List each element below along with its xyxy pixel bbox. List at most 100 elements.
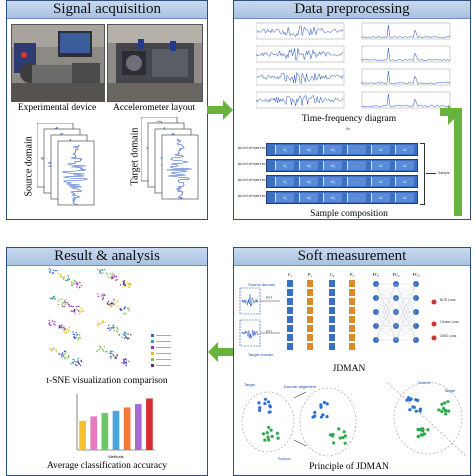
tsne-point <box>111 327 113 329</box>
conv-map <box>307 289 313 296</box>
feature-dot <box>275 431 280 435</box>
tsne-point <box>116 327 119 329</box>
sample-arrow <box>426 173 436 174</box>
tsne-point <box>73 336 75 338</box>
conv-map <box>307 316 313 323</box>
conv-map <box>329 334 335 341</box>
jdman-caption: JDMAN <box>332 364 366 374</box>
tsne-point <box>80 284 83 287</box>
tsne-point <box>74 313 77 315</box>
sample-cell: X₃ <box>323 177 342 186</box>
acc-bar <box>123 407 131 450</box>
sample-cell: Xₙ <box>395 161 414 170</box>
signal-trace <box>61 144 88 206</box>
tsne-point <box>125 332 127 335</box>
tsne-point <box>68 305 71 308</box>
conv-map <box>287 307 293 314</box>
tsne-point <box>118 334 120 337</box>
tsne-point <box>66 302 69 304</box>
time-trace <box>256 25 344 38</box>
tsne-point <box>61 353 64 355</box>
tsne-point <box>114 303 116 306</box>
tsne-point <box>107 324 110 327</box>
feature-dot <box>267 410 271 414</box>
tsne-point <box>113 299 115 301</box>
feature-dot <box>420 433 424 437</box>
tsne-point <box>114 301 116 304</box>
tsne-point <box>62 305 64 308</box>
conv-map <box>307 343 313 350</box>
tsne-point <box>54 269 56 272</box>
sample-cell: X₃ <box>323 193 342 202</box>
tsne-point <box>57 300 59 302</box>
tsne-point <box>72 358 74 361</box>
tsne-legend-swatch <box>151 358 154 361</box>
tsne-point <box>64 352 67 354</box>
fc-link <box>375 283 397 327</box>
tsne-point <box>101 299 104 301</box>
tsne-plot <box>97 320 132 340</box>
feature-dot <box>447 409 451 413</box>
tsne-point <box>110 357 112 359</box>
feature-dot <box>319 405 323 409</box>
tsne-point <box>112 350 114 353</box>
tsne-point <box>78 363 81 365</box>
tsne-point <box>77 339 79 341</box>
layer-label: FC₃ <box>412 272 420 277</box>
acc-x-label: Methods <box>108 454 123 459</box>
tsne-point <box>122 333 125 336</box>
device-image <box>12 25 104 101</box>
source-input-box <box>239 287 261 315</box>
sample-bracket <box>420 143 425 205</box>
tsne-point <box>99 269 102 271</box>
tsne-point <box>123 337 126 339</box>
tsne-plot <box>48 319 82 341</box>
tsne-point <box>111 301 113 303</box>
tsne-point <box>127 282 130 285</box>
acc-bar <box>101 413 109 450</box>
tsne-point <box>97 321 99 323</box>
feature-dot <box>257 401 261 405</box>
tsne-point <box>126 281 128 283</box>
feature-dot <box>261 432 266 436</box>
feature-dot <box>414 409 418 413</box>
time-plot <box>256 68 345 86</box>
tsne-point <box>70 310 72 312</box>
conv-map <box>307 334 313 341</box>
tsne-point <box>49 269 52 271</box>
tsne-point <box>76 286 78 288</box>
tsne-point <box>77 337 80 340</box>
feature-dot <box>322 400 326 405</box>
loss-center: Center Loss <box>440 320 459 324</box>
feature-dot <box>263 397 268 401</box>
tsne-point <box>63 329 65 331</box>
tsne-point <box>125 358 127 361</box>
principle-label: Source <box>418 380 431 385</box>
tsne-point <box>113 275 116 277</box>
tsne-point <box>60 273 62 276</box>
feature-dot <box>276 436 280 440</box>
conv-map <box>287 316 293 323</box>
tsne-point <box>100 346 102 348</box>
tsne-point <box>104 268 106 271</box>
tsne-point <box>49 271 51 273</box>
tsne-point <box>111 278 113 280</box>
fc-link <box>395 283 417 299</box>
row-label-2: Accelerometer 2 <box>238 163 271 167</box>
tsne-point <box>106 302 109 304</box>
tsne-point <box>73 311 76 313</box>
loss-bce: BCE Loss <box>440 298 456 302</box>
source-domain-label: Source domain <box>23 136 35 197</box>
tsne-point <box>130 334 132 336</box>
feature-dot <box>446 400 450 404</box>
conv-map <box>287 325 293 332</box>
feature-dot <box>319 415 324 419</box>
tsne-point <box>126 337 128 339</box>
tsne-point <box>50 348 52 351</box>
layer-label: C₁ <box>288 272 293 277</box>
tsne-point <box>64 350 67 353</box>
tsne-point <box>125 363 127 365</box>
